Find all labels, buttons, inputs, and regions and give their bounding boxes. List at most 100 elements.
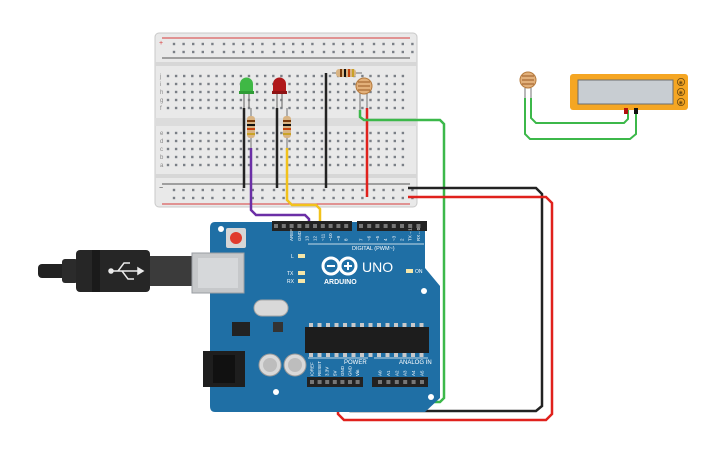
breadboard-hole[interactable] — [288, 155, 291, 159]
breadboard-hole[interactable] — [401, 98, 405, 102]
rail-hole[interactable] — [292, 50, 295, 54]
breadboard-hole[interactable] — [174, 147, 178, 151]
breadboard-hole[interactable] — [272, 147, 275, 151]
breadboard-hole[interactable] — [296, 74, 299, 78]
breadboard-hole[interactable] — [183, 131, 186, 135]
resistor-photoresistor[interactable] — [332, 69, 362, 77]
breadboard-hole[interactable] — [166, 131, 170, 135]
breadboard-hole[interactable] — [296, 82, 299, 86]
breadboard-hole[interactable] — [328, 131, 332, 135]
breadboard-hole[interactable] — [369, 147, 372, 151]
breadboard-hole[interactable] — [264, 147, 267, 151]
breadboard-hole[interactable] — [393, 155, 396, 159]
rail-hole[interactable] — [211, 196, 214, 200]
breadboard-hole[interactable] — [288, 82, 291, 86]
breadboard-hole[interactable] — [215, 147, 218, 151]
rail-hole[interactable] — [301, 42, 304, 46]
breadboard-hole[interactable] — [393, 90, 396, 94]
breadboard-hole[interactable] — [377, 106, 380, 110]
rail-hole[interactable] — [172, 50, 176, 54]
breadboard-hole[interactable] — [174, 74, 178, 78]
breadboard-hole[interactable] — [369, 106, 372, 110]
breadboard-hole[interactable] — [328, 74, 332, 78]
rail-hole[interactable] — [261, 188, 264, 192]
rail-hole[interactable] — [222, 196, 226, 200]
breadboard-hole[interactable] — [166, 90, 170, 94]
breadboard-hole[interactable] — [353, 98, 356, 102]
breadboard-hole[interactable] — [385, 82, 388, 86]
breadboard-hole[interactable] — [223, 106, 226, 110]
photoresistor-breadboard[interactable] — [355, 77, 373, 110]
breadboard-hole[interactable] — [345, 90, 348, 94]
breadboard-hole[interactable] — [377, 98, 380, 102]
breadboard-hole[interactable] — [393, 82, 396, 86]
rail-hole[interactable] — [211, 50, 214, 54]
breadboard-hole[interactable] — [239, 106, 243, 110]
breadboard-hole[interactable] — [304, 82, 307, 86]
breadboard-hole[interactable] — [223, 139, 226, 143]
breadboard-hole[interactable] — [361, 155, 364, 159]
green-led[interactable] — [239, 77, 254, 108]
breadboard-hole[interactable] — [264, 163, 267, 167]
rail-hole[interactable] — [382, 188, 385, 192]
header-pin[interactable] — [411, 380, 416, 384]
header-pin[interactable] — [359, 224, 363, 228]
breadboard-hole[interactable] — [345, 163, 348, 167]
breadboard-hole[interactable] — [247, 147, 251, 151]
rail-hole[interactable] — [172, 196, 176, 200]
breadboard-hole[interactable] — [385, 98, 388, 102]
resistor-red-led[interactable] — [283, 108, 291, 148]
breadboard-hole[interactable] — [328, 90, 332, 94]
wire-red-5v[interactable] — [336, 195, 554, 422]
rail-hole[interactable] — [242, 188, 245, 192]
wire-yellow[interactable] — [285, 148, 322, 232]
breadboard-hole[interactable] — [264, 106, 267, 110]
rail-hole[interactable] — [332, 188, 335, 192]
rail-hole[interactable] — [392, 196, 395, 200]
breadboard-hole[interactable] — [361, 131, 364, 135]
breadboard-hole[interactable] — [255, 74, 259, 78]
breadboard-hole[interactable] — [361, 163, 364, 167]
breadboard-hole[interactable] — [328, 147, 332, 151]
breadboard-hole[interactable] — [385, 131, 388, 135]
breadboard-hole[interactable] — [215, 131, 218, 135]
breadboard-hole[interactable] — [191, 163, 194, 167]
breadboard-hole[interactable] — [320, 147, 324, 151]
rail-hole[interactable] — [351, 50, 354, 54]
breadboard-hole[interactable] — [199, 106, 202, 110]
breadboard-hole[interactable] — [231, 74, 234, 78]
breadboard-hole[interactable] — [191, 82, 194, 86]
rail-hole[interactable] — [401, 196, 404, 200]
display-buttons[interactable]: ◉◉◉ — [677, 78, 686, 107]
breadboard-hole[interactable] — [191, 131, 194, 135]
breadboard-hole[interactable] — [264, 82, 267, 86]
breadboard-hole[interactable] — [199, 74, 202, 78]
breadboard-hole[interactable] — [255, 106, 259, 110]
rail-hole[interactable] — [232, 50, 235, 54]
breadboard-hole[interactable] — [288, 163, 291, 167]
breadboard-hole[interactable] — [288, 106, 291, 110]
rail-hole[interactable] — [272, 50, 276, 54]
breadboard-hole[interactable] — [336, 98, 340, 102]
header-pin[interactable] — [386, 380, 391, 384]
breadboard-hole[interactable] — [239, 163, 243, 167]
breadboard-hole[interactable] — [280, 74, 283, 78]
breadboard-hole[interactable] — [296, 155, 299, 159]
breadboard-hole[interactable] — [385, 106, 388, 110]
breadboard-hole[interactable] — [401, 147, 405, 151]
breadboard-hole[interactable] — [239, 74, 243, 78]
rail-hole[interactable] — [361, 50, 364, 54]
header-pin[interactable] — [394, 380, 399, 384]
resistor-green-led[interactable] — [247, 108, 255, 148]
breadboard-hole[interactable] — [199, 82, 202, 86]
breadboard-hole[interactable] — [239, 98, 243, 102]
breadboard-hole[interactable] — [312, 98, 315, 102]
breadboard-hole[interactable] — [272, 155, 275, 159]
wire-green-ext-1[interactable] — [530, 98, 629, 124]
breadboard-hole[interactable] — [369, 163, 372, 167]
breadboard-hole[interactable] — [393, 147, 396, 151]
breadboard-hole[interactable] — [377, 82, 380, 86]
header-pin[interactable] — [340, 380, 345, 384]
rail-hole[interactable] — [332, 50, 335, 54]
digital-header[interactable] — [274, 224, 421, 228]
